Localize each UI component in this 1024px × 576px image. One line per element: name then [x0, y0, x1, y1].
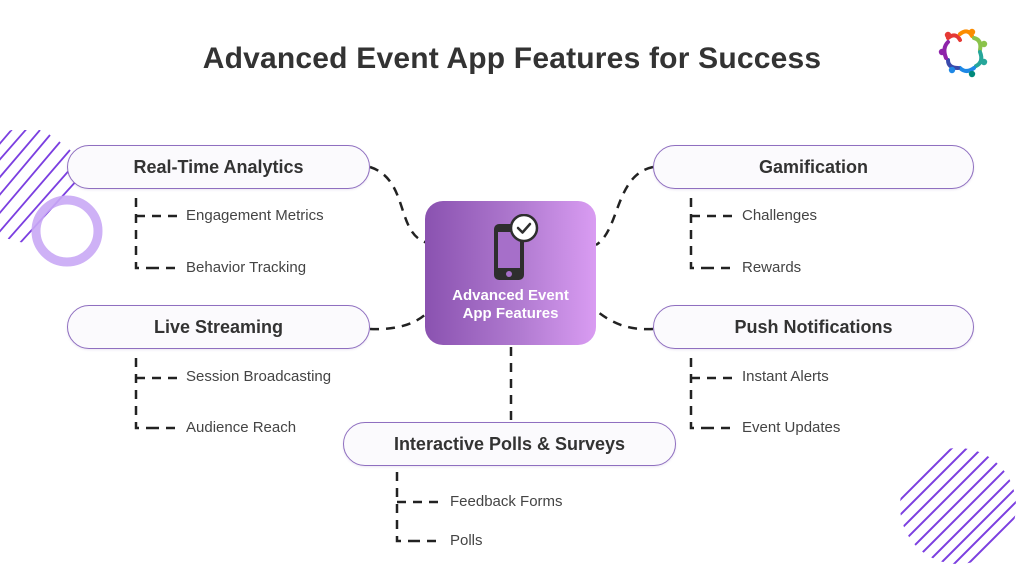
sub-item: Rewards [742, 259, 802, 276]
sub-item: Feedback Forms [450, 493, 563, 510]
decorative-stripes-bottom-right [900, 448, 1016, 564]
sub-item: Challenges [742, 207, 818, 224]
branch-label: Push Notifications [734, 316, 893, 337]
branch-live-streaming: Live Streaming [67, 305, 370, 349]
central-label-line-1: Advanced Event [452, 287, 569, 304]
sub-item: Instant Alerts [742, 368, 829, 385]
branch-label: Live Streaming [153, 316, 284, 337]
branch-label: Interactive Polls & Surveys [393, 433, 626, 454]
central-node-label: Advanced Event App Features [436, 287, 586, 323]
sub-item: Session Broadcasting [186, 368, 332, 385]
branch-label: Gamification [758, 156, 869, 177]
sub-item: Engagement Metrics [186, 207, 324, 224]
branch-interactive-polls-surveys: Interactive Polls & Surveys [343, 422, 676, 466]
decorative-stripes-top-left [0, 130, 88, 243]
branch-push-notifications: Push Notifications [653, 305, 974, 349]
decorative-ring [31, 195, 103, 267]
sub-item: Polls [450, 532, 483, 549]
page-title: Advanced Event App Features for Success [202, 42, 822, 75]
connector-gamification [595, 165, 654, 247]
branch-gamification: Gamification [653, 145, 974, 189]
sub-item: Audience Reach [186, 419, 297, 436]
smartphone-check-icon [494, 214, 539, 280]
connector-push-notifications [597, 311, 654, 331]
branch-label: Real-Time Analytics [133, 156, 304, 177]
community-circle-logo-icon [938, 28, 988, 78]
sub-item: Behavior Tracking [186, 259, 307, 276]
connector-real-time-analytics [369, 165, 429, 245]
central-label-line-2: App Features [462, 305, 559, 322]
connector-live-streaming [369, 311, 429, 331]
sub-item: Event Updates [742, 419, 841, 436]
branch-real-time-analytics: Real-Time Analytics [67, 145, 370, 189]
central-node: Advanced Event App Features [425, 201, 596, 345]
